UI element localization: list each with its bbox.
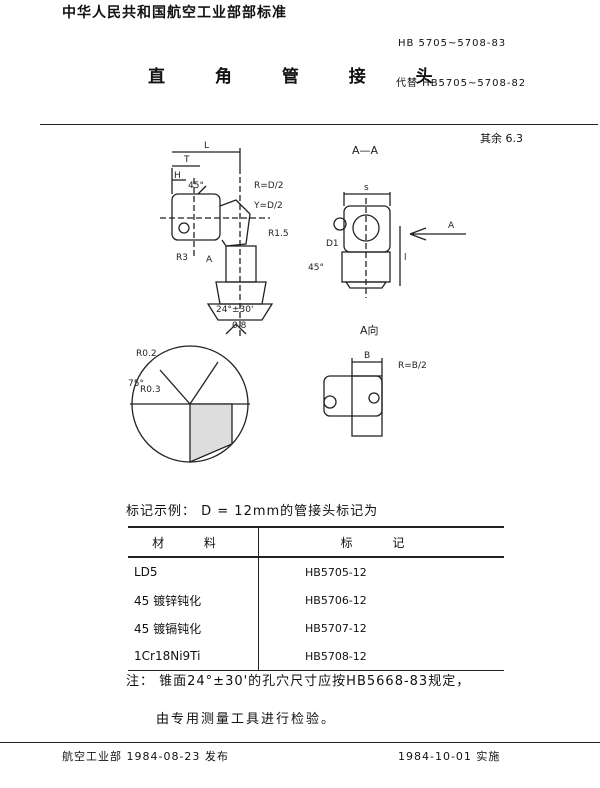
page-title: 直 角 管 接 头 <box>148 67 455 87</box>
dim-angle75: 75° <box>128 379 144 389</box>
dim-r15: R1.5 <box>268 229 289 239</box>
cone-detail <box>130 345 250 463</box>
mark-cell: HB5706-12 <box>305 593 367 607</box>
dim-a: A <box>206 255 213 265</box>
dim-r03: R0.3 <box>140 385 161 395</box>
column-header-material: 材 料 <box>128 526 259 558</box>
material-cell: 45 镀锌钝化 <box>128 586 259 614</box>
material-cell: 1Cr18Ni9Ti <box>128 642 259 671</box>
dim-r3: R3 <box>176 253 188 263</box>
note-line-2: 由专用测量工具进行检验。 <box>156 712 337 727</box>
dim-r-b2: R=B/2 <box>398 361 427 371</box>
dim-rough08: 0.8 <box>232 321 247 331</box>
roughness-note: 其余 6.3 <box>480 132 523 145</box>
mark-cell: HB5705-12 <box>305 565 367 579</box>
dim-d1: D1 <box>326 239 339 249</box>
table-row: 45 镀锌钝化 HB5706-12 <box>128 586 504 614</box>
mark-cell: HB5708-12 <box>258 642 504 671</box>
issued-date: 航空工业部 1984-08-23 发布 <box>62 750 229 763</box>
dim-b: B <box>364 351 370 361</box>
view-a <box>323 358 383 437</box>
dim-y-d2: Y=D/2 <box>253 201 283 211</box>
arrow-a: A <box>448 221 455 231</box>
marking-example: 标记示例： D = 12mm的管接头标记为 <box>126 504 379 519</box>
dim-angle45: 45° <box>188 181 204 191</box>
dim-s: s <box>364 183 369 193</box>
dim-l-small: l <box>404 253 407 263</box>
technical-drawing: L T H 45° R=D/2 Y=D/2 R1.5 R3 A 24°±30' … <box>128 141 466 463</box>
note-line-1: 注： 锥面24°±30'的孔穴尺寸应按HB5668-83规定， <box>126 674 471 689</box>
column-header-mark: 标 记 <box>258 526 504 558</box>
dim-t: T <box>183 155 190 165</box>
view-label: A向 <box>360 323 379 337</box>
dim-r02: R0.2 <box>136 349 157 359</box>
dim-l: L <box>204 141 209 151</box>
dim-angle45b: 45° <box>308 263 324 273</box>
dim-h: H <box>174 171 181 181</box>
footer-divider <box>0 742 600 743</box>
table-row: 45 镀镉钝化 HB5707-12 <box>128 614 504 642</box>
header-divider <box>40 124 598 125</box>
material-cell: 45 镀镉钝化 <box>128 614 259 642</box>
table-row: 1Cr18Ni9Ti HB5708-12 <box>128 642 504 671</box>
standard-code: HB 5705~5708-83 <box>398 38 507 49</box>
table-row: LD5 HB5705-12 <box>128 557 504 586</box>
section-a-a <box>333 192 466 298</box>
section-label: A—A <box>352 144 379 157</box>
material-cell: LD5 <box>128 557 259 586</box>
replaces-standard: 代替 HB5705~5708-82 <box>396 78 527 89</box>
elbow-main-view <box>160 148 274 338</box>
dim-r-d2: R=D/2 <box>254 181 283 191</box>
effective-date: 1984-10-01 实施 <box>398 750 501 763</box>
marking-table: 材 料 标 记 LD5 HB5705-12 45 镀锌钝化 HB5706-12 … <box>128 526 504 671</box>
dim-cone: 24°±30' <box>216 305 253 315</box>
mark-cell: HB5707-12 <box>305 621 367 635</box>
org-standard-title: 中华人民共和国航空工业部部标准 <box>62 5 287 21</box>
